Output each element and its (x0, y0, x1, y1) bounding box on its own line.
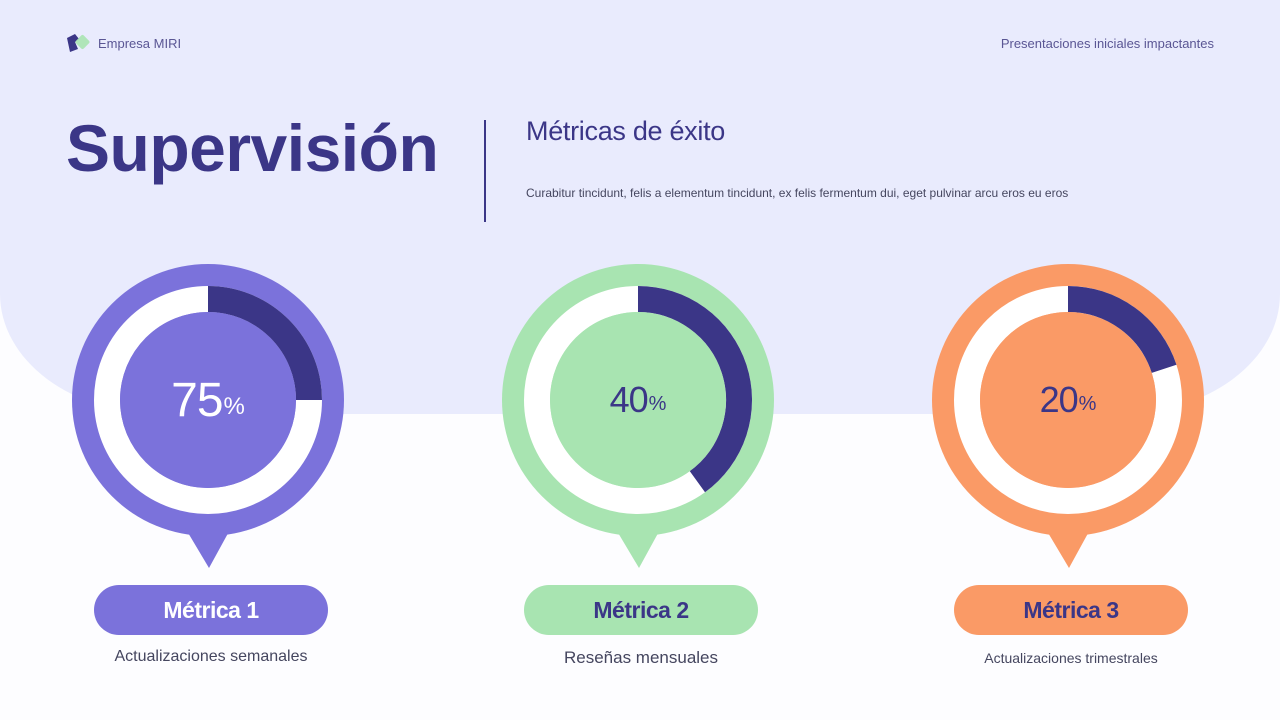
metric-value-2: 40% (609, 379, 667, 420)
vertical-divider (484, 120, 486, 222)
section-subtitle: Métricas de éxito (526, 116, 725, 146)
metric-value-1: 75% (171, 373, 245, 427)
metric-card-1: 75% Métrica 1 Actualizaciones semanales (72, 264, 344, 665)
metric-value-3: 20% (1039, 379, 1097, 420)
donut-gauge-2 (502, 264, 774, 568)
metric-caption-2: Reseñas mensuales (563, 648, 719, 667)
metric-label-pill-3: Métrica 3 (954, 585, 1188, 635)
brand-name: Empresa MIRI (98, 35, 182, 51)
brand-logo-icon (66, 33, 92, 53)
tagline: Presentaciones iniciales impactantes (1000, 36, 1214, 51)
metric-card-2: 40% Métrica 2 Reseñas mensuales (502, 264, 774, 667)
page-title: Supervisión (66, 111, 439, 185)
donut-gauge-1 (72, 264, 344, 568)
metric-label-pill-2: Métrica 2 (524, 585, 758, 635)
metric-caption-3: Actualizaciones trimestrales (984, 650, 1158, 666)
metric-label-pill-1: Métrica 1 (94, 585, 328, 635)
metric-card-3: 20% Métrica 3 Actualizaciones trimestral… (932, 264, 1204, 666)
donut-gauge-3 (932, 264, 1204, 568)
section-description: Curabitur tincidunt, felis a elementum t… (526, 186, 1069, 200)
brand: Empresa MIRI (66, 33, 181, 53)
metric-caption-1: Actualizaciones semanales (114, 648, 308, 665)
